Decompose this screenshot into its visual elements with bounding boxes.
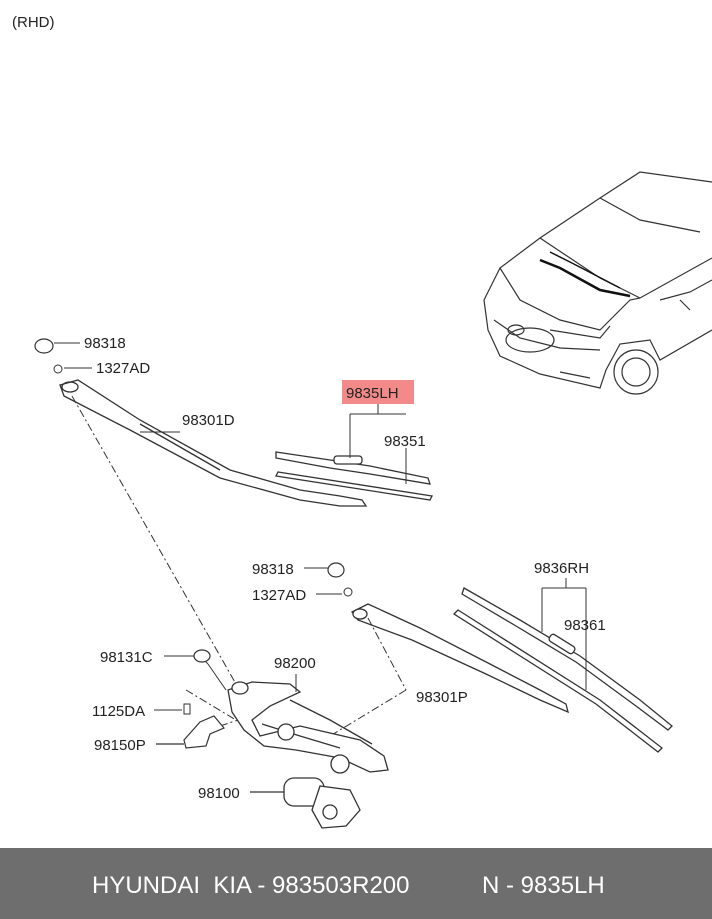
label-98318-right: 98318 [252,561,294,578]
bolt [154,703,191,715]
label-98301D: 98301D [182,412,235,429]
wiper-blade-lh [275,451,433,501]
nut-left [53,364,92,374]
leaders-rh-blade [541,578,587,690]
label-98361: 98361 [564,617,606,634]
footer-bar: HYUNDAI KIA - 983503R200 N - 9835LH [0,848,712,919]
pivot-cap-right [304,562,345,578]
label-9835LH: 9835LH [346,385,399,402]
label-1125DA: 1125DA [92,703,145,720]
part-labels: 98318 1327AD 98301D 9835LH 98351 98318 1… [84,335,606,802]
wiper-arm-rh [351,603,569,714]
label-1327AD-left: 1327AD [96,360,150,377]
label-98150P: 98150P [94,737,146,754]
grommet [164,649,211,663]
label-98200: 98200 [274,655,316,672]
footer-part-code: N - 9835LH [482,872,605,899]
label-9836RH: 9836RH [534,560,589,577]
footer-part-number: HYUNDAI KIA - 983503R200 [92,872,410,899]
car-illustration [483,171,712,395]
dashdot-leaders [71,395,407,737]
wiper-exploded-diagram: 98318 1327AD 98301D 9835LH 98351 98318 1… [34,171,712,829]
leaders-lh-blade [349,404,407,484]
label-98131C: 98131C [100,649,153,666]
wiper-motor [250,777,361,829]
highlight-9835LH [342,380,414,404]
bracket [156,715,225,749]
label-98100: 98100 [198,785,240,802]
wiper-blade-rh [452,587,673,753]
pivot-cap-left [34,338,80,354]
variant-label: (RHD) [12,14,55,31]
wiper-linkage [227,681,389,774]
label-98351: 98351 [384,433,426,450]
label-1327AD-right: 1327AD [252,587,306,604]
label-98318-left: 98318 [84,335,126,352]
nut-right [316,587,353,597]
wiper-arm-lh [59,379,368,507]
label-98301P: 98301P [416,689,468,706]
